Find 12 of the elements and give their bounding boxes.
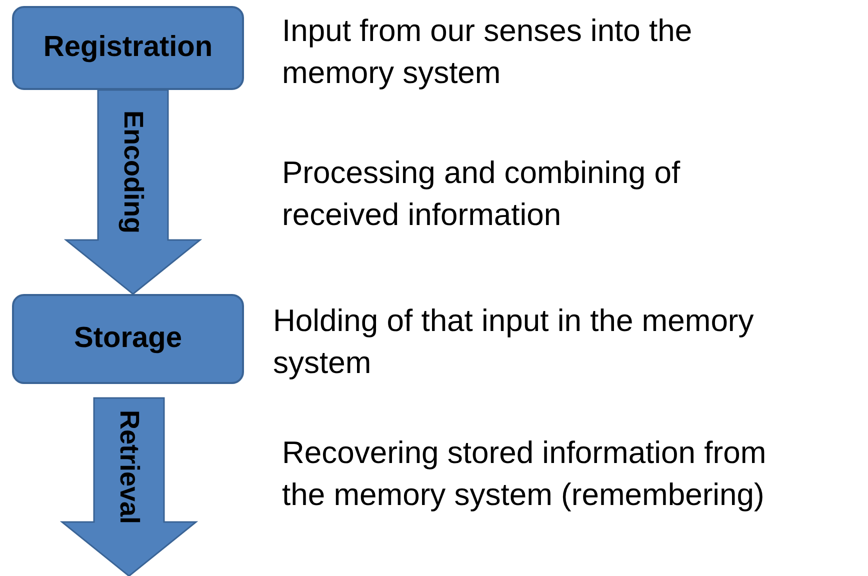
box-label: Storage [74,321,182,356]
description-text: Input from our senses into the memory system [282,12,694,92]
block-arrow [64,89,202,295]
block-arrow [60,397,198,576]
process-box [12,294,244,384]
description-text: Holding of that input in the memory system [273,302,755,382]
description-text: Processing and combining of received information [282,154,682,234]
process-box [12,6,244,90]
box-label: Registration [43,30,213,66]
edge-label: Retrieval [116,410,142,524]
edge-label: Encoding [120,110,146,234]
description-text: Recovering stored information from the memory system (remembering) [282,434,768,514]
